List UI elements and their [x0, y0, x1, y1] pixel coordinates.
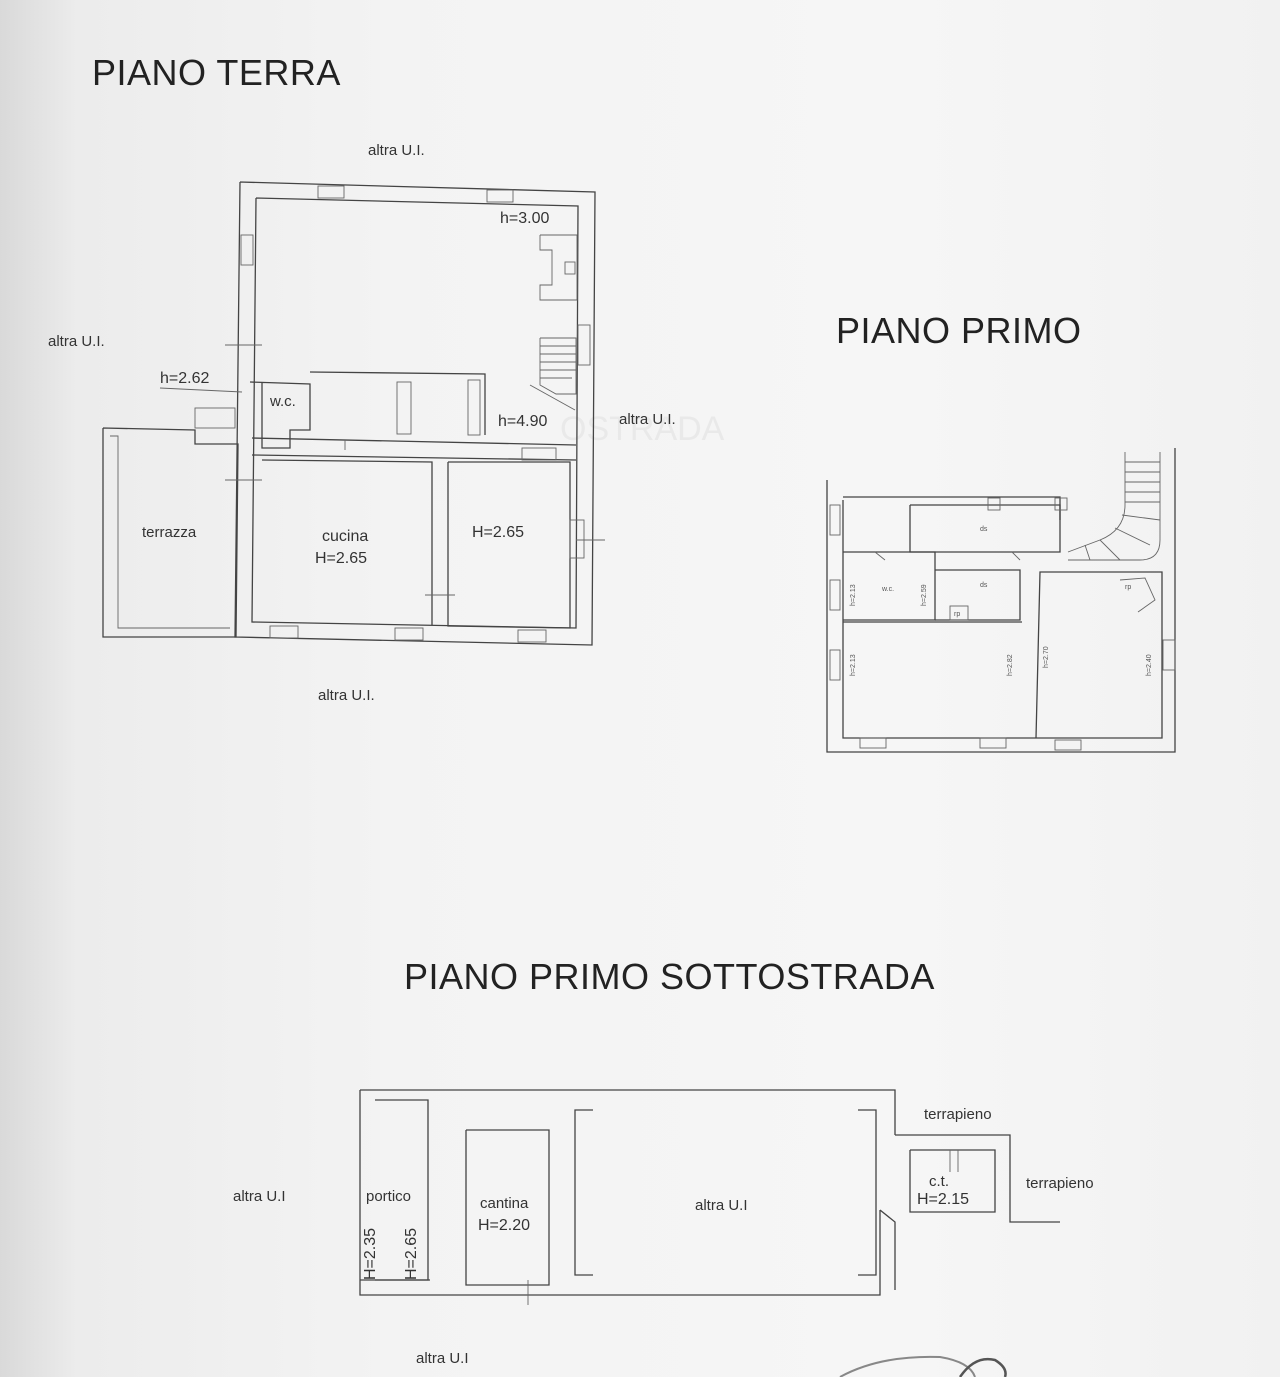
entry-steps: [194, 407, 236, 429]
boiler-outer: [895, 1134, 1060, 1223]
pillar-2: [467, 379, 481, 436]
first-window-right: [1162, 639, 1176, 671]
window-top-1: [317, 185, 345, 199]
basement-step: [879, 1209, 896, 1290]
first-stair: [1067, 452, 1161, 561]
earth-right-label: terrapieno: [1026, 1175, 1094, 1192]
ground-neighbor-bottom: altra U.I.: [318, 687, 375, 704]
room-height: H=2.65: [472, 524, 525, 541]
first-window-left-1: [829, 579, 841, 611]
ground-outer-wall: [234, 181, 596, 646]
cellar-height: H=2.20: [478, 1217, 531, 1234]
terrace-wall: [102, 427, 239, 638]
first-rp-box: [949, 605, 969, 621]
basement-neighbor-left: altra U.I: [233, 1188, 286, 1205]
earth-top-label: terrapieno: [924, 1106, 992, 1123]
first-ds-label-2: ds: [980, 582, 988, 589]
altra-ui-bracket-right: [858, 1109, 877, 1276]
first-fireplace: [1119, 577, 1156, 613]
window-left-1: [240, 234, 254, 266]
cross-wall-1: [251, 437, 577, 446]
terrace-label: terrazza: [142, 524, 197, 541]
first-wc: [843, 551, 936, 621]
kitchen-height: H=2.65: [315, 550, 368, 567]
title-first-floor: PIANO PRIMO: [836, 310, 1082, 351]
ground-neighbor-left: altra U.I.: [48, 333, 105, 350]
boiler-room-walls: [909, 1149, 996, 1213]
cellar-walls: [465, 1129, 550, 1286]
partition-top: [309, 371, 486, 435]
ground-floor-plan: [102, 181, 605, 646]
fireplace-flue: [564, 261, 576, 275]
ground-neighbor-right: altra U.I.: [619, 411, 676, 428]
window-room-right: [569, 519, 585, 559]
basement-neighbor-center: altra U.I: [695, 1197, 748, 1214]
window-top-2: [486, 189, 514, 203]
first-window-3: [1054, 739, 1082, 751]
window-right-1: [577, 324, 591, 366]
ground-height-entry: h=2.62: [160, 370, 210, 387]
first-window-1: [859, 737, 887, 749]
portico-label: portico: [366, 1188, 412, 1205]
first-window-left-top: [829, 504, 841, 536]
first-window-2: [979, 737, 1007, 749]
wc-walls: [249, 381, 311, 449]
window-bottom-1: [269, 625, 299, 639]
title-ground-floor: PIANO TERRA: [92, 52, 341, 93]
kitchen-label: cucina: [322, 528, 369, 545]
room-walls: [447, 461, 571, 629]
window-bottom-2: [394, 627, 424, 641]
basement-outer-top: [360, 1089, 896, 1135]
ground-height-stair: h=4.90: [498, 413, 548, 430]
window-bottom-3: [517, 629, 547, 643]
first-inner-walls: [842, 500, 1163, 739]
ground-neighbor-top: altra U.I.: [368, 142, 425, 159]
first-outer-wall: [826, 448, 1176, 753]
first-ds-label-1: ds: [980, 526, 988, 533]
ground-wc-label: w.c.: [270, 393, 296, 410]
first-landing: [909, 504, 1061, 553]
basement-outer-bottom: [359, 1090, 881, 1296]
terrace-railing: [110, 435, 230, 629]
entry-height-leader: [159, 387, 243, 393]
first-wc-label: w.c.: [882, 586, 895, 593]
ground-inner-wall: [251, 197, 579, 629]
basement-plan: [359, 1089, 1060, 1305]
bleed-through-text: OSTRADA: [560, 410, 725, 448]
fireplace: [539, 234, 578, 301]
pillar-1: [396, 381, 412, 435]
first-ds-room: [935, 569, 1021, 621]
altra-ui-bracket-left: [574, 1109, 593, 1276]
ground-height-main: h=3.00: [500, 210, 550, 227]
window-room-top: [521, 447, 557, 461]
first-pillar-1: [987, 497, 1001, 511]
cellar-label: cantina: [480, 1195, 529, 1212]
boiler-label: c.t.: [929, 1173, 950, 1190]
boiler-height: H=2.15: [917, 1191, 970, 1208]
first-pillar-2: [1054, 497, 1068, 511]
ground-stair: [529, 337, 577, 411]
first-rp-label-1: rp: [954, 611, 961, 618]
first-window-left-2: [829, 649, 841, 681]
first-floor-plan: [826, 448, 1176, 753]
basement-neighbor-bottom: altra U.I: [416, 1350, 469, 1367]
first-rp-label-2: rp: [1125, 584, 1132, 591]
kitchen-walls: [261, 459, 433, 625]
title-basement: PIANO PRIMO SOTTOSTRADA: [404, 956, 935, 997]
